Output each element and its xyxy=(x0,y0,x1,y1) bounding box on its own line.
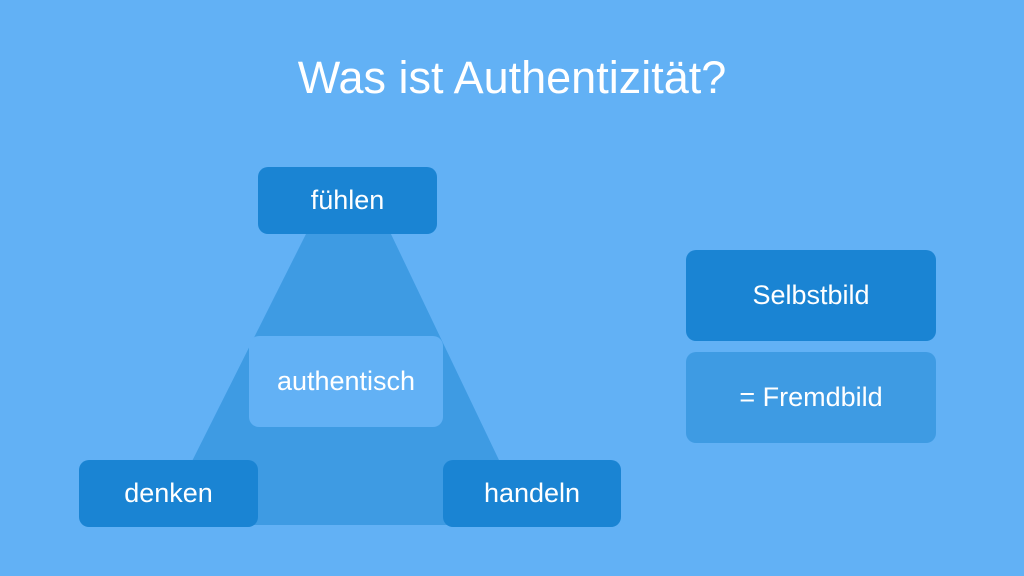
authentisch-box: authentisch xyxy=(249,336,443,427)
fuehlen-box: fühlen xyxy=(258,167,437,234)
authentisch-label: authentisch xyxy=(276,366,416,396)
handeln-box: handeln xyxy=(443,460,621,527)
page-title: Was ist Authentizität? xyxy=(297,52,727,103)
fremdbild-box: = Fremdbild xyxy=(686,352,936,443)
selbstbild-label: Selbstbild xyxy=(752,280,870,310)
denken-label: denken xyxy=(124,478,213,508)
fremdbild-label: = Fremdbild xyxy=(739,382,883,412)
denken-box: denken xyxy=(79,460,258,527)
handeln-label: handeln xyxy=(483,478,581,508)
selbstbild-box: Selbstbild xyxy=(686,250,936,341)
fuehlen-label: fühlen xyxy=(310,185,385,215)
